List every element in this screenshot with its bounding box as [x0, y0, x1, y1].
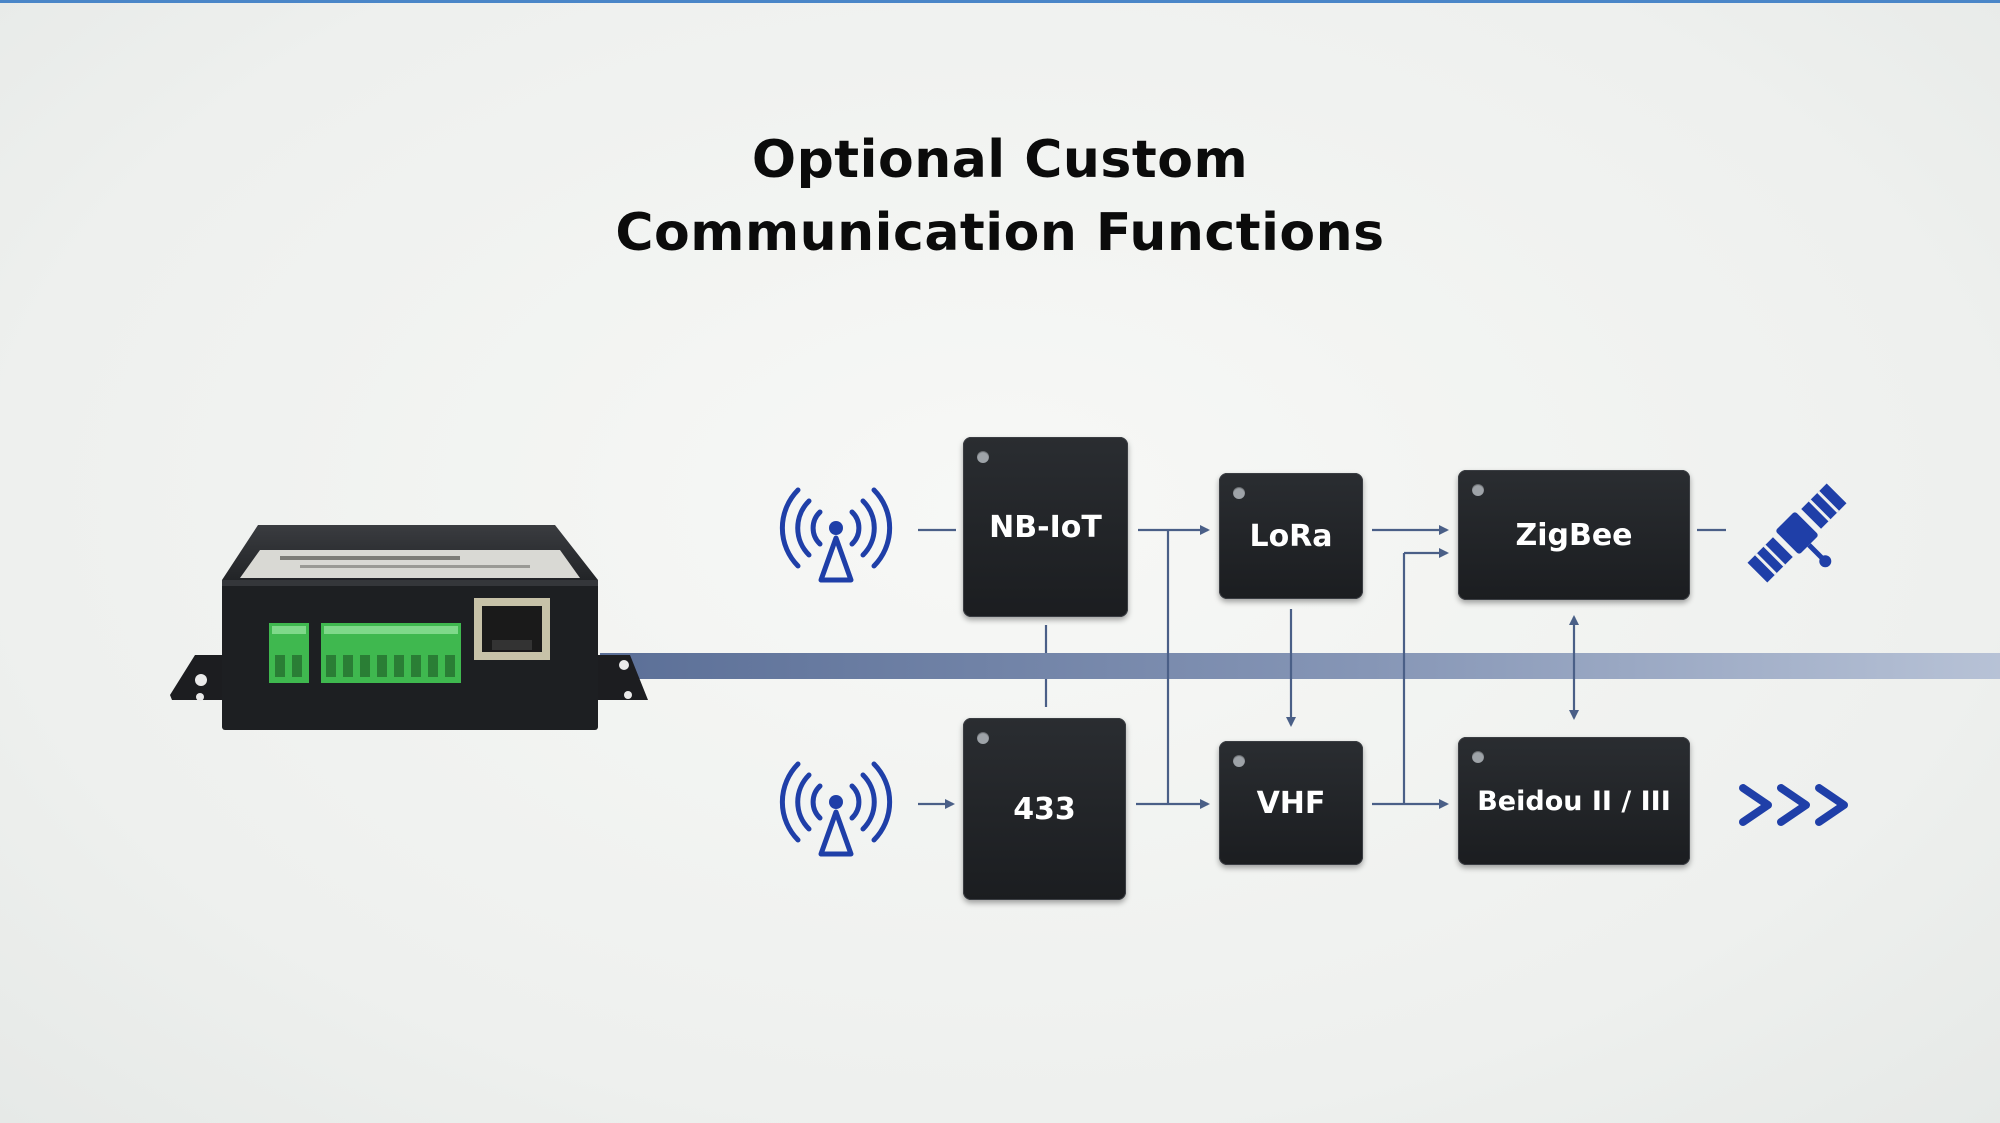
module-nbiot: NB-IoT: [963, 437, 1128, 617]
gateway-device-image: [170, 525, 648, 730]
pin1-dot: [1233, 755, 1245, 767]
module-zigbee: ZigBee: [1458, 470, 1690, 600]
module-nbiot-label: NB-IoT: [989, 509, 1102, 545]
module-vhf: VHF: [1219, 741, 1363, 865]
signal-tower-icon: [779, 761, 893, 857]
signal-tower-icon: [779, 487, 893, 583]
module-beidou: Beidou II / III: [1458, 737, 1690, 865]
module-beidou-label: Beidou II / III: [1477, 785, 1671, 817]
module-433-label: 433: [1013, 791, 1076, 827]
satellite-icon: [1747, 483, 1847, 583]
pin1-dot: [1472, 484, 1484, 496]
module-lora: LoRa: [1219, 473, 1363, 599]
pin1-dot: [977, 451, 989, 463]
page-title-line-1: Optional Custom: [751, 130, 1249, 190]
top-accent-line: [0, 0, 2000, 3]
module-lora-label: LoRa: [1249, 518, 1333, 554]
pin1-dot: [1233, 487, 1245, 499]
module-433: 433: [963, 718, 1126, 900]
page-title-line-2: Communication Functions: [615, 203, 1385, 263]
chevrons-right-icon: [1739, 784, 1848, 826]
module-zigbee-label: ZigBee: [1515, 517, 1633, 553]
data-bus: [600, 653, 2000, 679]
module-vhf-label: VHF: [1256, 785, 1326, 821]
pin1-dot: [1472, 751, 1484, 763]
pin1-dot: [977, 732, 989, 744]
